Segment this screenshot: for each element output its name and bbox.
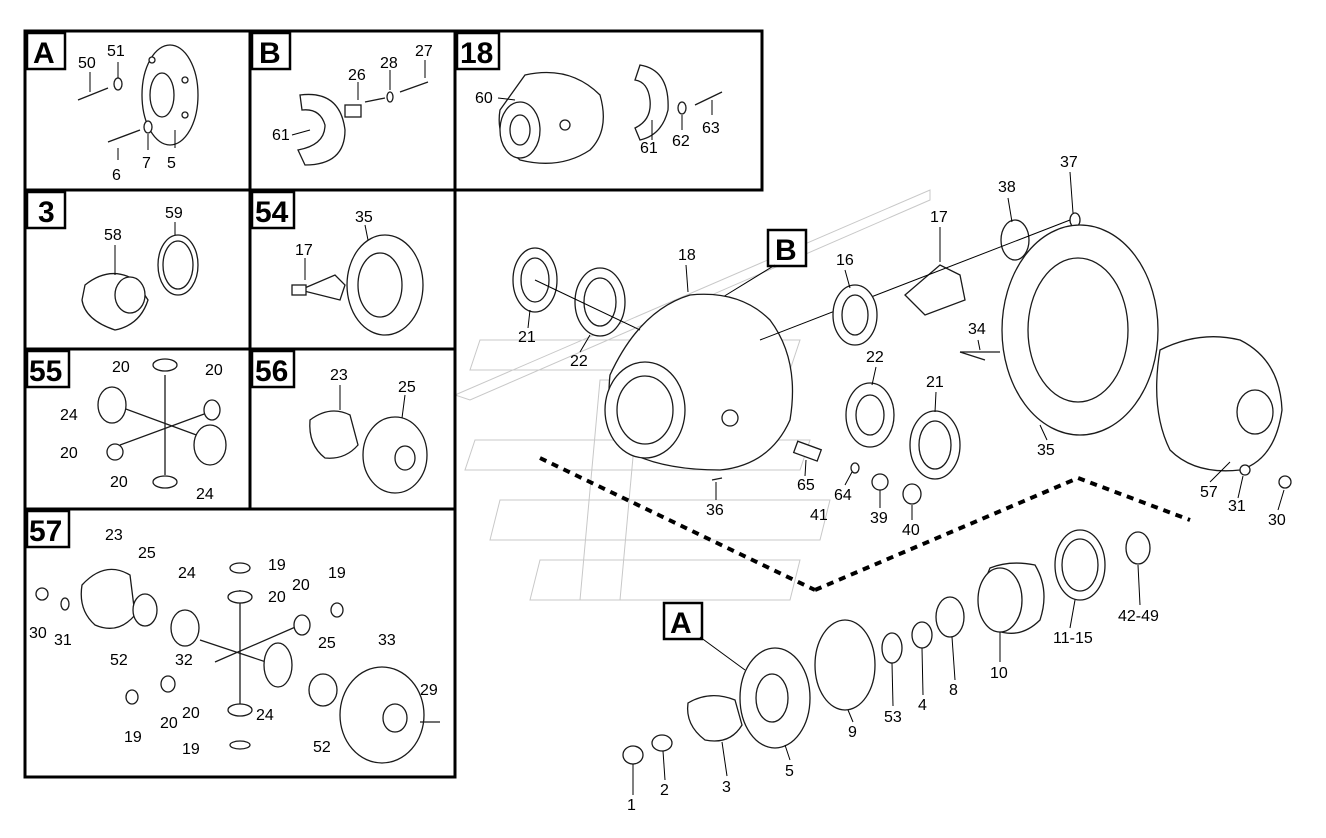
panel-a: A 50 51 5 6 7 [23,29,252,192]
label-27: 27 [415,43,433,60]
label-50: 50 [78,55,96,72]
label-20-a: 20 [112,359,130,376]
label-58: 58 [104,227,122,244]
label-52-a: 52 [110,652,128,669]
label-41: 41 [810,507,828,524]
panel-56-tag: 56 [255,355,288,388]
label-1: 1 [627,797,636,814]
label-20-f: 20 [292,577,310,594]
label-6: 6 [112,167,121,184]
label-32: 32 [175,652,193,669]
panel-18-tag: 18 [460,37,493,70]
label-35-a: 35 [355,209,373,226]
label-52-b: 52 [313,739,331,756]
panel-57: 57 23 25 24 19 20 20 19 30 31 52 32 25 3… [23,507,457,779]
label-57: 57 [1200,484,1218,501]
panel-18: 18 60 61 62 63 [453,29,764,192]
panel-b-tag: B [259,37,281,70]
label-19-a: 19 [268,557,286,574]
label-64: 64 [834,487,852,504]
callout-a: A [670,607,692,640]
label-30: 30 [1268,512,1286,529]
label-40: 40 [902,522,920,539]
label-59: 59 [165,205,183,222]
label-39: 39 [870,510,888,527]
label-28: 28 [380,55,398,72]
label-21-a: 21 [518,329,536,346]
label-24-b: 24 [196,486,214,503]
label-63: 63 [702,120,720,137]
label-19-c: 19 [124,729,142,746]
label-34: 34 [968,321,986,338]
label-31: 31 [1228,498,1246,515]
label-11-15: 11-15 [1053,630,1093,647]
label-65: 65 [797,477,815,494]
label-60: 60 [475,90,493,107]
label-17-a: 17 [295,242,313,259]
label-2: 2 [660,782,669,799]
label-24-c: 24 [178,565,196,582]
label-20-c: 20 [60,445,78,462]
label-30-a: 30 [29,625,47,642]
label-35: 35 [1037,442,1055,459]
label-22-b: 22 [866,349,884,366]
label-23-b: 23 [105,527,123,544]
panel-3: 3 58 59 [23,188,252,351]
label-53: 53 [884,709,902,726]
label-20-b: 20 [205,362,223,379]
label-22-a: 22 [570,353,588,370]
label-61: 61 [272,127,290,144]
label-38: 38 [998,179,1016,196]
label-29: 29 [420,682,438,699]
label-7: 7 [142,155,151,172]
main-exploded-view: B A [512,154,1292,814]
label-19-b: 19 [328,565,346,582]
label-36: 36 [706,502,724,519]
label-31-a: 31 [54,632,72,649]
label-24-d: 24 [256,707,274,724]
label-5: 5 [167,155,176,172]
label-62: 62 [672,133,690,150]
label-51: 51 [107,43,125,60]
label-5-main: 5 [785,763,794,780]
label-9: 9 [848,724,857,741]
panel-b: B 27 28 26 61 [248,29,457,192]
label-4: 4 [918,697,927,714]
label-8: 8 [949,682,958,699]
label-17: 17 [930,209,948,226]
label-61-b: 61 [640,140,658,157]
label-16: 16 [836,252,854,269]
label-10: 10 [990,665,1008,682]
label-33-b: 33 [378,632,396,649]
label-3: 3 [722,779,731,796]
label-20-e: 20 [268,589,286,606]
label-25-a: 25 [138,545,156,562]
callout-b: B [775,234,797,267]
label-19-d: 19 [182,741,200,758]
label-42-49: 42-49 [1118,608,1159,625]
label-20-h: 20 [182,705,200,722]
panel-3-tag: 3 [38,196,55,229]
panel-a-tag: A [33,37,55,70]
label-37: 37 [1060,154,1078,171]
panel-55-tag: 55 [29,355,62,388]
panel-57-tag: 57 [29,515,62,548]
label-23-a: 23 [330,367,348,384]
label-20-g: 20 [160,715,178,732]
label-21-b: 21 [926,374,944,391]
label-20-d: 20 [110,474,128,491]
label-24-a: 24 [60,407,78,424]
label-25-b: 25 [318,635,336,652]
label-33-a: 25 [398,379,416,396]
panel-54: 54 35 17 [248,188,457,351]
panel-54-tag: 54 [255,196,289,229]
panel-55: 55 20 20 24 20 20 24 [23,347,252,511]
label-26: 26 [348,67,366,84]
label-18: 18 [678,247,696,264]
panel-56: 56 23 25 [248,347,457,511]
